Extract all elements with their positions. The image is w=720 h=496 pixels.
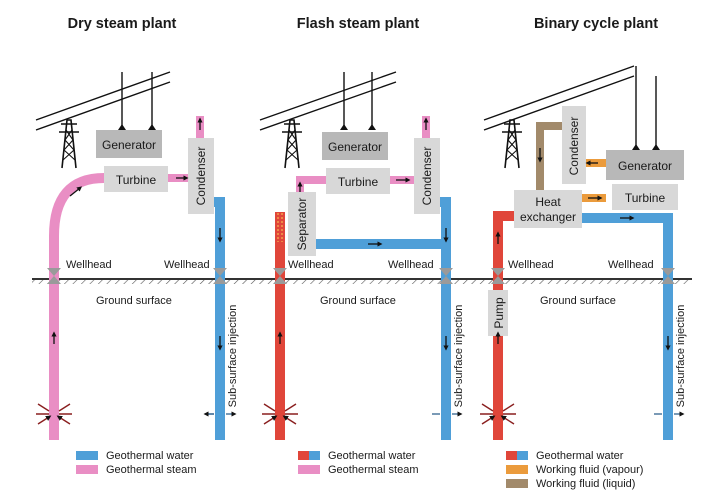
turbine-label: Turbine [116, 173, 157, 187]
generator-label: Generator [618, 159, 672, 173]
wellhead-label: Wellhead [164, 259, 210, 271]
title-flash-steam-plant: Flash steam plant [297, 16, 420, 32]
transmission-tower-icon [501, 119, 523, 169]
wellhead-label: Wellhead [608, 259, 654, 271]
heat-exchanger-box [514, 190, 582, 228]
legend-label: Geothermal water [536, 450, 624, 462]
flash-steam-plant: Generator Turbine Condenser Separator We… [259, 71, 465, 440]
ground-surface-label: Ground surface [540, 295, 616, 307]
heat-exchanger-label-line1: Heat [535, 195, 561, 209]
title-binary-cycle-plant: Binary cycle plant [534, 16, 658, 32]
transmission-tower-icon [58, 119, 80, 169]
legend-dry: Geothermal water Geothermal steam [76, 450, 196, 476]
legend-swatch-steam [76, 465, 98, 474]
ground-hatch [32, 279, 692, 284]
condenser-label: Condenser [567, 117, 581, 176]
pump-label: Pump [492, 297, 506, 329]
condenser-box [562, 106, 586, 184]
generator-label: Generator [328, 140, 382, 154]
legend-swatch-steam [298, 465, 320, 474]
binary-cycle-plant: Condenser Generator Turbine Heat exchang… [480, 65, 687, 440]
legend-swatch-water [76, 451, 98, 460]
turbine-label: Turbine [338, 175, 379, 189]
pump-box [488, 290, 508, 336]
legend-swatch-liquid [506, 479, 528, 488]
generator-label: Generator [102, 138, 156, 152]
generator-box [322, 132, 388, 160]
heat-exchanger-label-line2: exchanger [520, 210, 576, 224]
separator-box [288, 192, 316, 256]
legend-label: Geothermal steam [106, 464, 196, 476]
subsurface-injection-label: Sub-surface injection [227, 305, 239, 408]
power-lines-dry [35, 71, 171, 131]
legend-swatch-vapour [506, 465, 528, 474]
transmission-tower-icon [281, 119, 303, 169]
condenser-label: Condenser [420, 147, 434, 206]
condenser-label: Condenser [194, 147, 208, 206]
turbine-box [104, 166, 168, 192]
turbine-box [326, 168, 390, 194]
turbine-label: Turbine [625, 191, 666, 205]
dry-steam-plant: Generator Turbine Condenser Wellhead Wel… [35, 71, 239, 440]
condenser-box [414, 138, 440, 214]
legend-flash: Geothermal water Geothermal steam [298, 450, 418, 476]
flow-arrow-icon [69, 186, 83, 197]
condenser-box [188, 138, 214, 214]
legend-swatch-water [517, 451, 528, 460]
turbine-box [612, 184, 678, 210]
steam-pipe-dry [49, 173, 105, 440]
legend-label: Working fluid (vapour) [536, 464, 643, 476]
generator-box [96, 130, 162, 158]
legend-binary: Geothermal water Working fluid (vapour) … [506, 450, 643, 490]
separator-label: Separator [295, 198, 309, 251]
generator-wires-dry [121, 72, 153, 130]
legend-label: Geothermal water [106, 450, 194, 462]
generator-box [606, 150, 684, 180]
wellhead-label: Wellhead [388, 259, 434, 271]
wellhead-label: Wellhead [508, 259, 554, 271]
wellhead-label: Wellhead [288, 259, 334, 271]
legend-label: Working fluid (liquid) [536, 478, 635, 490]
subsurface-injection-label: Sub-surface injection [453, 305, 465, 408]
subsurface-injection-label: Sub-surface injection [675, 305, 687, 408]
title-dry-steam-plant: Dry steam plant [68, 16, 177, 32]
legend-swatch-water [309, 451, 320, 460]
legend-label: Geothermal water [328, 450, 416, 462]
legend-label: Geothermal steam [328, 464, 418, 476]
ground-surface-label: Ground surface [96, 295, 172, 307]
injection-pipe-dry [205, 197, 225, 440]
ground-surface-label: Ground surface [320, 295, 396, 307]
wellhead-label: Wellhead [66, 259, 112, 271]
